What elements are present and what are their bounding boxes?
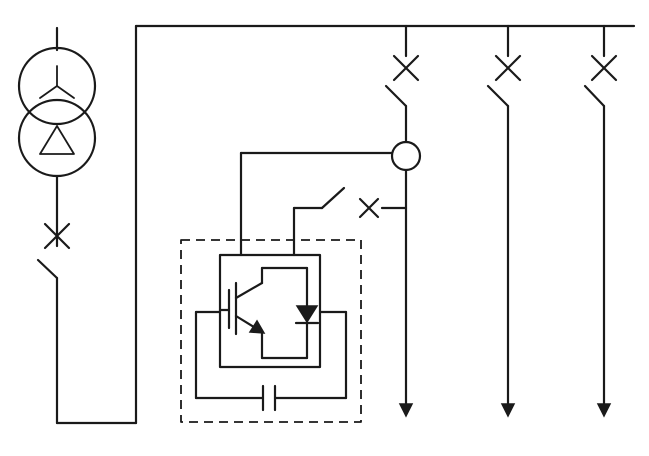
dc-link <box>194 310 348 412</box>
emitter-arrow <box>248 319 266 334</box>
power-module <box>218 253 322 369</box>
transformer-primary-winding <box>17 46 97 126</box>
load-arrow <box>398 403 414 418</box>
feeder-2 <box>486 24 522 418</box>
current-transformer <box>390 140 422 172</box>
disconnect-blade <box>36 258 59 280</box>
delta-symbol <box>39 125 75 155</box>
transformer-symbol <box>17 26 97 178</box>
feeder-3 <box>583 24 618 418</box>
transformer-secondary-winding <box>17 98 97 178</box>
load-arrow <box>500 403 516 418</box>
ct-sense-wire <box>239 151 394 257</box>
incoming-breaker <box>36 24 138 425</box>
igbt-module <box>218 266 266 360</box>
diode-triangle <box>295 305 319 324</box>
dc-capacitor <box>261 384 277 412</box>
feeder-1 <box>384 24 422 418</box>
converter-branch <box>292 186 408 257</box>
wye-symbol <box>39 65 75 99</box>
load-arrow <box>596 403 612 418</box>
branch-switch-blade <box>320 186 346 210</box>
converter-enclosure <box>180 239 362 423</box>
freewheeling-diode <box>260 266 320 360</box>
